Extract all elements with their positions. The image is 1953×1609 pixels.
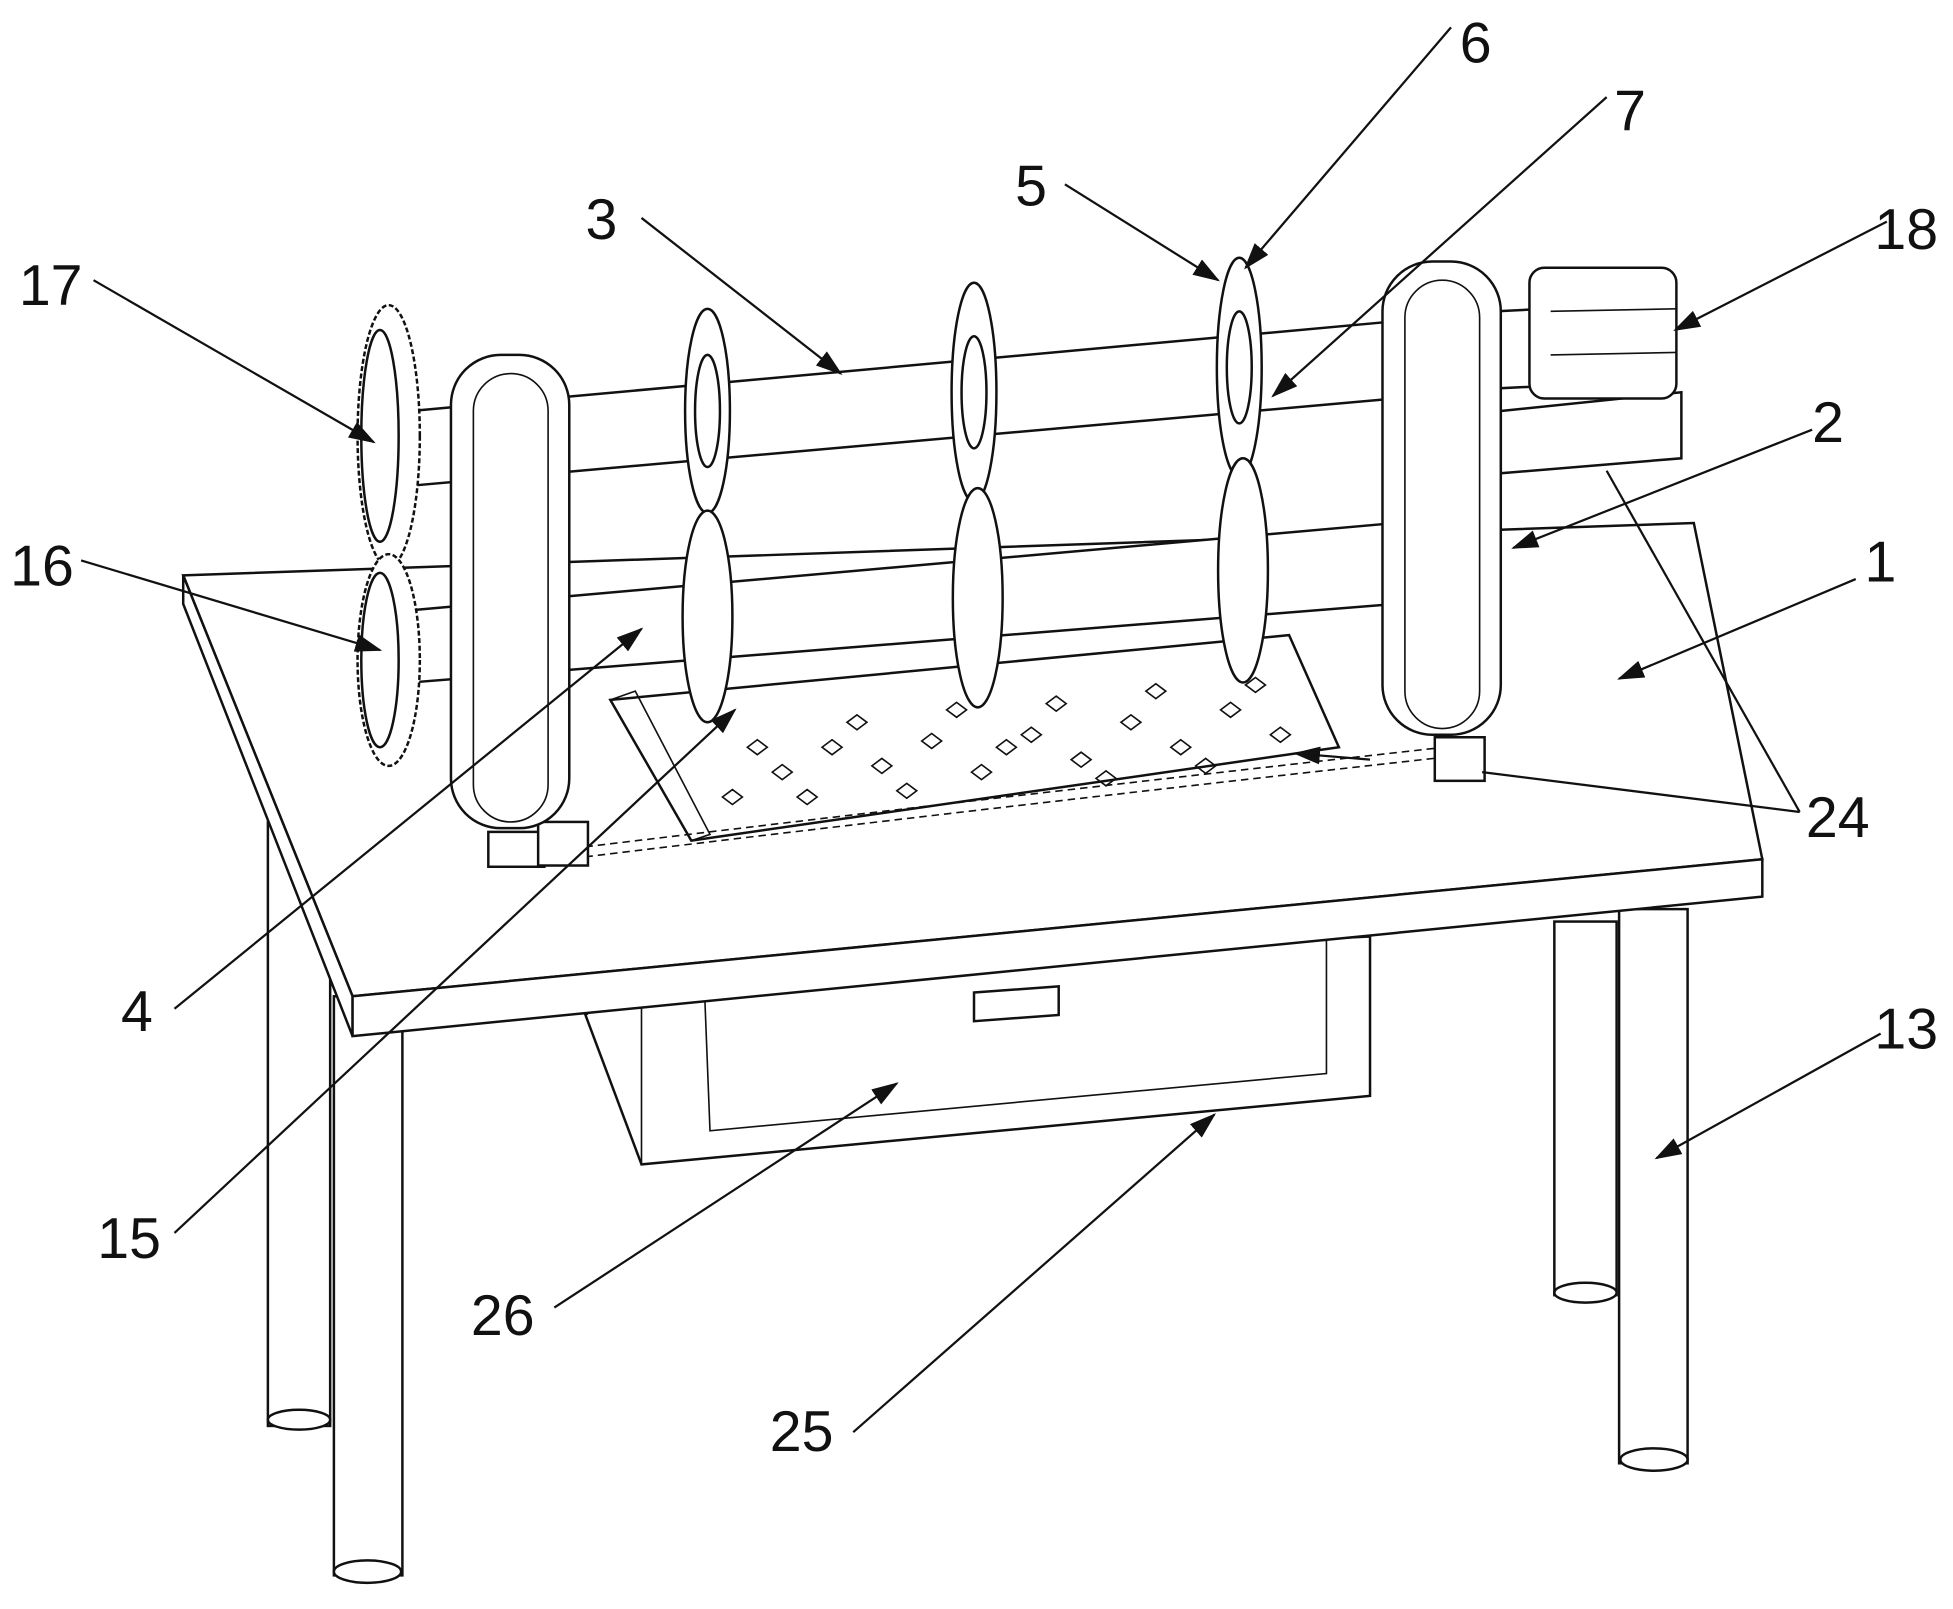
- label-16: 16: [10, 534, 74, 598]
- label-3: 3: [585, 188, 617, 252]
- label-2: 2: [1812, 391, 1844, 455]
- label-15: 15: [97, 1207, 161, 1271]
- label-13: 13: [1874, 998, 1938, 1062]
- label-7: 7: [1614, 80, 1646, 144]
- label-25: 25: [770, 1400, 834, 1464]
- label-17: 17: [19, 254, 83, 318]
- label-6: 6: [1460, 11, 1492, 75]
- label-5: 5: [1015, 154, 1047, 218]
- gears: [358, 305, 420, 766]
- motor: [1529, 268, 1676, 399]
- label-26: 26: [471, 1284, 535, 1348]
- label-24: 24: [1806, 786, 1870, 850]
- label-18: 18: [1874, 198, 1938, 262]
- label-1: 1: [1864, 531, 1896, 595]
- label-4: 4: [121, 980, 153, 1044]
